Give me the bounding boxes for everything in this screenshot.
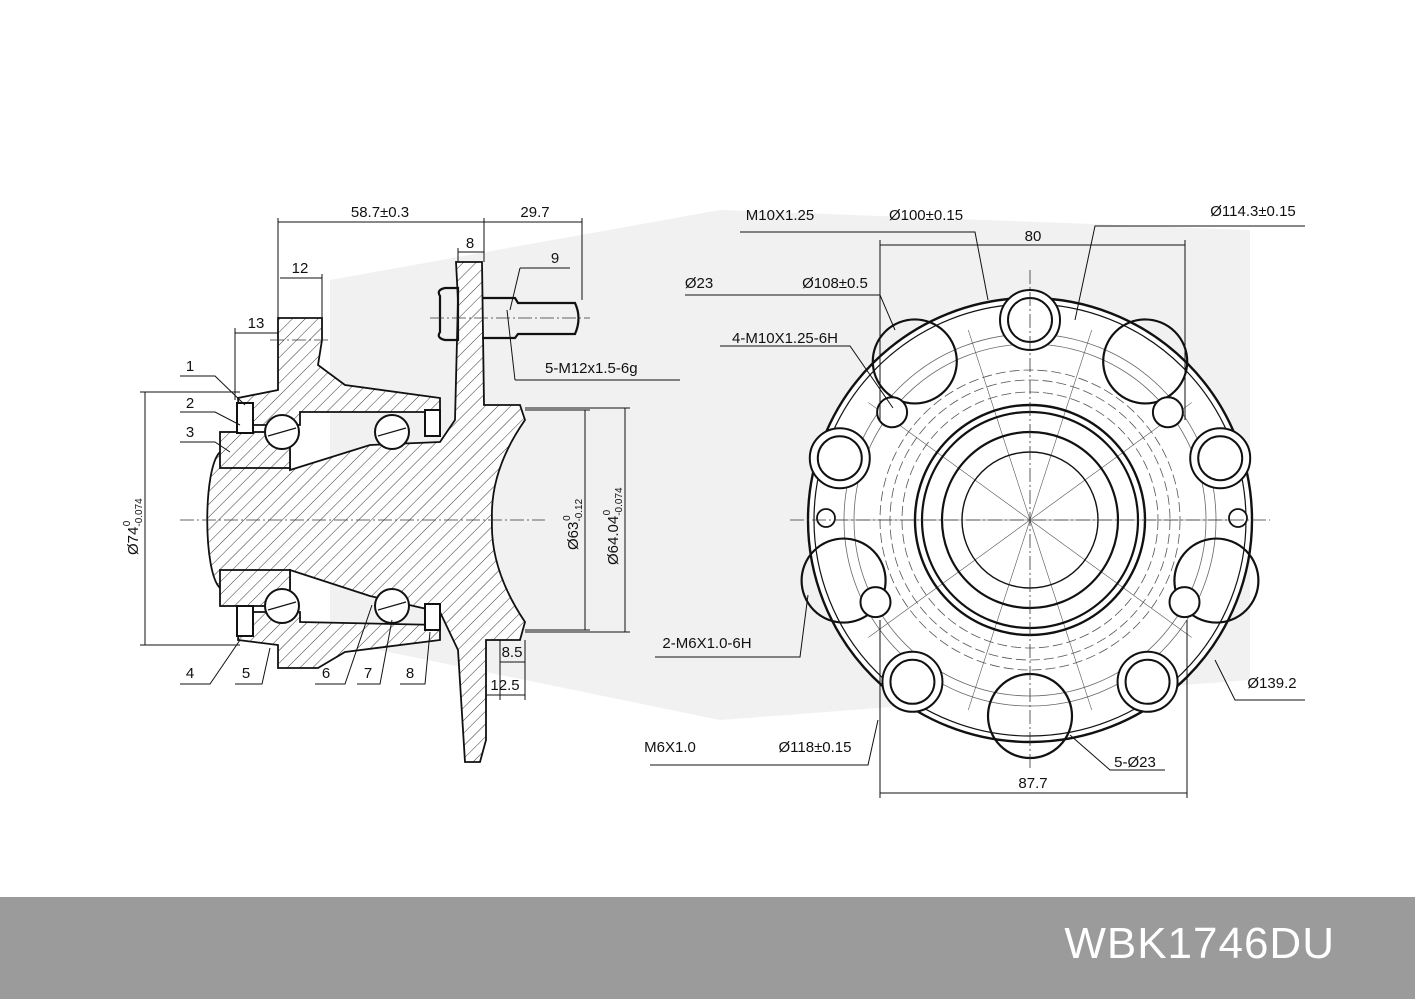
lightening-hole [1102,318,1189,405]
lightening-hole [871,318,958,405]
dim-5-holes-d23: 5-Ø23 [1114,754,1156,771]
dim-pilot-length: 12.5 [490,677,519,694]
dim-m10: M10X1.25 [746,207,814,224]
seal-rear-top [424,409,441,437]
dim-d100: Ø100±0.15 [889,207,963,224]
m10-threaded-hole [876,396,909,429]
m6-threaded-hole [816,508,836,528]
dim-stud-thread: 5-M12x1.5-6g [545,360,638,377]
callout-1: 1 [186,358,194,375]
dim-d1143: Ø114.3±0.15 [1210,203,1296,220]
hub-body [206,261,526,763]
lightening-hole [1173,537,1260,624]
wheel-stud [437,286,580,342]
dim-ear-width: 12 [292,260,309,277]
callout-7: 7 [364,665,372,682]
callout-5: 5 [242,665,250,682]
dim-80: 80 [1025,228,1042,245]
bearing-ball-mark [377,427,407,437]
construction-line [868,519,1031,638]
part-number: WBK1746DU [1064,919,1335,968]
outer-ring-bottom [237,611,441,669]
technical-drawing: 58.7±0.3 29.7 8 12 13 9 5-M12x1.5-6g 1 2… [122,203,1305,798]
construction-line [967,329,1031,521]
stud-hole-inner [1124,658,1171,705]
dim-d74: Ø74-0.0740 [122,498,145,555]
stud-hole-inner [889,658,936,705]
side-section-view: 58.7±0.3 29.7 8 12 13 9 5-M12x1.5-6g 1 2… [122,204,680,763]
bearing-ball-mark [267,601,297,611]
seal-top [236,402,254,434]
stud-hole-inner [1197,435,1244,482]
dim-87-7: 87.7 [1018,775,1047,792]
m10-threaded-hole [1168,586,1201,619]
dim-m6-holes: 2-M6X1.0-6H [662,635,751,652]
dim-m10-holes: 4-M10X1.25-6H [732,330,838,347]
side-dimension-lines [140,218,680,700]
callout-4: 4 [186,665,194,682]
m10-threaded-hole [1151,396,1184,429]
m10-threaded-hole [859,586,892,619]
front-view: M10X1.25 Ø100±0.15 Ø114.3±0.15 80 Ø23 Ø1… [644,203,1305,798]
bearing-ball-mark [377,601,407,611]
callout-6: 6 [322,665,330,682]
seal-bottom [236,605,254,637]
dim-d118: Ø118±0.15 [778,739,851,756]
construction-line [1029,519,1192,638]
dim-d23: Ø23 [685,275,713,292]
dim-flange-thickness: 8 [466,235,474,252]
seal-rear-bottom [424,603,441,631]
callout-2: 2 [186,395,194,412]
dim-d63: Ø63-0.120 [562,498,585,550]
construction-line [967,519,1031,711]
footer-bar: WBK1746DU [0,897,1415,999]
bearing-ball-mark [267,427,297,437]
dim-d108: Ø108±0.5 [802,275,868,292]
dim-stud-protrusion: 29.7 [520,204,549,221]
callout-9: 9 [551,250,559,267]
lightening-hole [800,537,887,624]
callout-3: 3 [186,424,194,441]
m6-threaded-hole [1228,508,1248,528]
dim-m6: M6X1.0 [644,739,696,756]
stud-hole-inner [816,435,863,482]
construction-line [1029,519,1093,711]
dim-ear-offset: 13 [248,315,265,332]
front-dimension-lines [650,225,1305,798]
dim-d6404: Ø64.04-0.0740 [602,487,625,565]
callout-8: 8 [406,665,414,682]
dim-d1392: Ø139.2 [1247,675,1296,692]
dim-overall-width: 58.7±0.3 [351,204,409,221]
dim-pilot-step: 8.5 [502,644,523,661]
construction-line [1029,329,1093,521]
